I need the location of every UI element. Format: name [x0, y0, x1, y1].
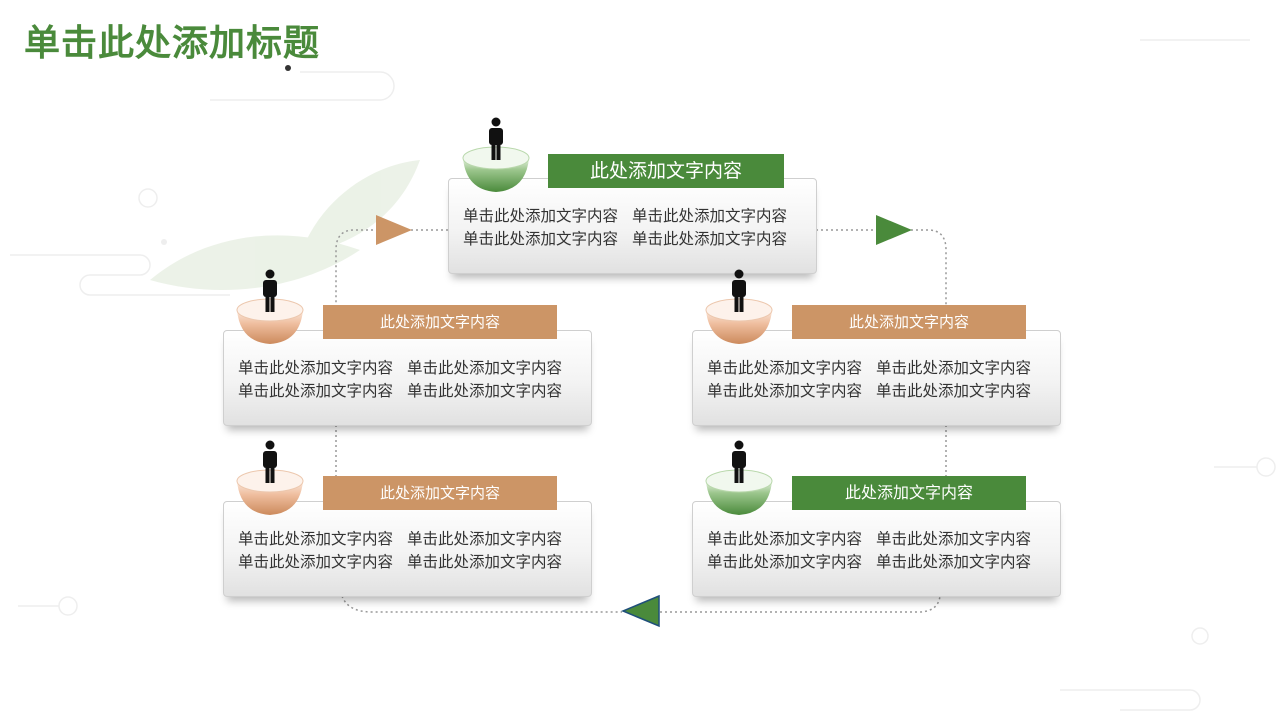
arrow-right-icon [376, 215, 412, 245]
node-text: 单击此处添加文字内容 [238, 359, 394, 377]
node-text: 单击此处添加文字内容 [707, 553, 863, 571]
bowl-icon [236, 298, 304, 344]
arrow-right-icon [876, 215, 912, 245]
node-text: 单击此处添加文字内容 [876, 553, 1032, 571]
bowl-icon [236, 469, 304, 515]
node-text: 单击此处添加文字内容 [463, 207, 619, 225]
node-heading: 此处添加文字内容 [323, 476, 557, 510]
flow-connector [335, 229, 947, 613]
person-icon [732, 269, 746, 312]
bowl-icon [462, 146, 530, 192]
node-text: 单击此处添加文字内容 [238, 382, 394, 400]
arrow-left-icon [621, 594, 660, 628]
node-text: 单击此处添加文字内容 [707, 382, 863, 400]
node-text: 单击此处添加文字内容 [876, 359, 1032, 377]
node-heading: 此处添加文字内容 [792, 305, 1026, 339]
node-text: 单击此处添加文字内容 [463, 230, 619, 248]
node-text: 单击此处添加文字内容 [407, 530, 563, 548]
node-heading: 此处添加文字内容 [548, 154, 784, 188]
bowl-icon [705, 298, 773, 344]
node-box-middle-right: 单击此处添加文字内容 单击此处添加文字内容 单击此处添加文字内容 单击此处添加文… [692, 330, 1061, 426]
node-text: 单击此处添加文字内容 [407, 553, 563, 571]
node-text: 单击此处添加文字内容 [407, 382, 563, 400]
node-text: 单击此处添加文字内容 [632, 230, 788, 248]
bowl-icon [705, 469, 773, 515]
node-text: 单击此处添加文字内容 [632, 207, 788, 225]
node-heading: 此处添加文字内容 [323, 305, 557, 339]
node-box-middle-left: 单击此处添加文字内容 单击此处添加文字内容 单击此处添加文字内容 单击此处添加文… [223, 330, 592, 426]
node-text: 单击此处添加文字内容 [707, 359, 863, 377]
node-text: 单击此处添加文字内容 [407, 359, 563, 377]
node-box-top: 单击此处添加文字内容 单击此处添加文字内容 单击此处添加文字内容 单击此处添加文… [448, 178, 817, 274]
node-box-bottom-right: 单击此处添加文字内容 单击此处添加文字内容 单击此处添加文字内容 单击此处添加文… [692, 501, 1061, 597]
node-text: 单击此处添加文字内容 [238, 553, 394, 571]
node-text: 单击此处添加文字内容 [707, 530, 863, 548]
node-text: 单击此处添加文字内容 [876, 382, 1032, 400]
person-icon [489, 117, 503, 160]
page-title: 单击此处添加标题 [24, 23, 321, 64]
person-icon [263, 440, 277, 483]
person-icon [263, 269, 277, 312]
person-icon [732, 440, 746, 483]
node-box-bottom-left: 单击此处添加文字内容 单击此处添加文字内容 单击此处添加文字内容 单击此处添加文… [223, 501, 592, 597]
node-text: 单击此处添加文字内容 [238, 530, 394, 548]
node-text: 单击此处添加文字内容 [876, 530, 1032, 548]
node-heading: 此处添加文字内容 [792, 476, 1026, 510]
